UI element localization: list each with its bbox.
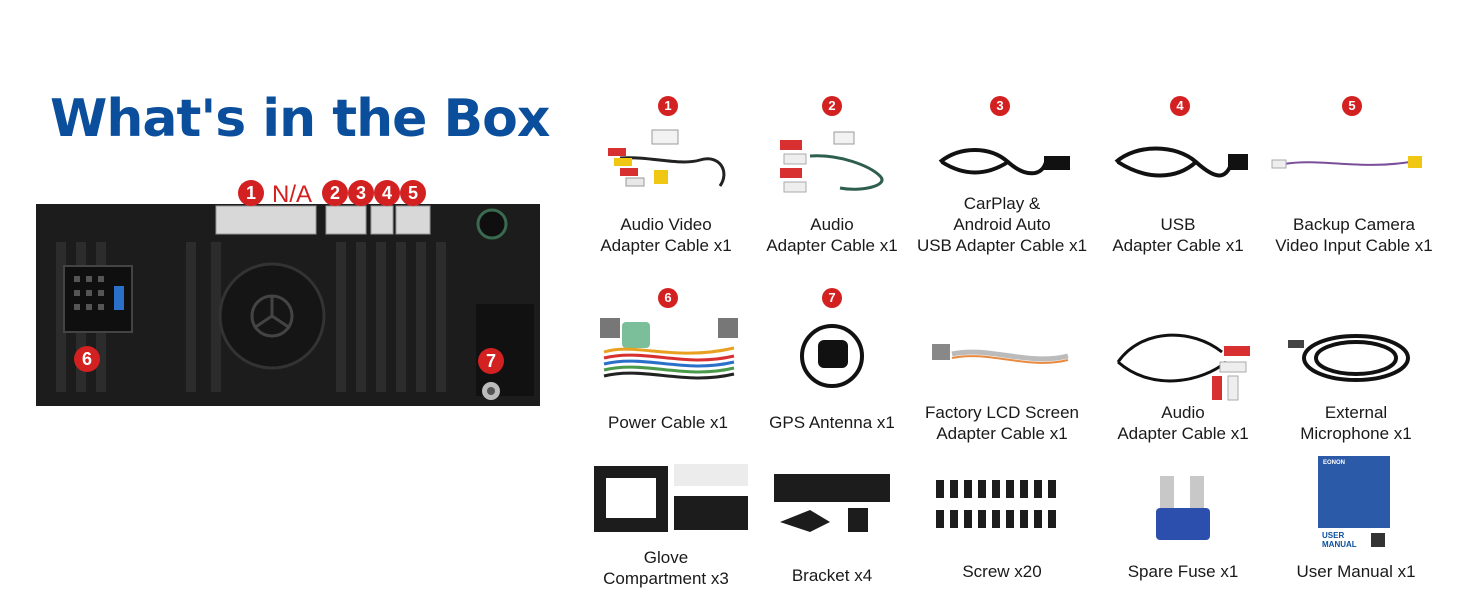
item-6-label-line-1: Power Cable x1 <box>607 413 728 432</box>
head-unit-rear-image: 1 N/A 2 3 4 5 6 7 <box>36 180 540 408</box>
manual-footer: USER MANUAL <box>1318 528 1390 554</box>
manual-title-line-1: USER <box>1322 531 1345 540</box>
item-4-label: USB Adapter Cable x1 <box>1088 214 1268 256</box>
item-15-label: User Manual x1 <box>1256 561 1456 582</box>
item-4-badge: 4 <box>1170 96 1190 116</box>
item-11-label-line-1: Glove <box>643 548 689 567</box>
item-9-label-line-2: Adapter Cable x1 <box>1117 424 1249 443</box>
item-12-label-line-1: Bracket x4 <box>791 566 873 585</box>
spare-fuse-image <box>1156 476 1210 540</box>
qr-code-icon <box>1371 533 1385 547</box>
item-13-label: Screw x20 <box>906 561 1098 582</box>
item-1-label-line-2: Adapter Cable x1 <box>600 236 732 255</box>
item-5-label-line-2: Video Input Cable x1 <box>1275 236 1433 255</box>
item-10-label-line-2: Microphone x1 <box>1300 424 1412 443</box>
item-12-label: Bracket x4 <box>742 565 922 586</box>
page-title: What's in the Box <box>50 89 550 149</box>
item-2-label: Audio Adapter Cable x1 <box>742 214 922 256</box>
connector-badge-6: 6 <box>74 346 100 372</box>
item-3-badge: 3 <box>990 96 1010 116</box>
audio-adapter-cable-image <box>780 131 884 193</box>
manual-title-line-2: MANUAL <box>1322 540 1357 549</box>
external-microphone-image <box>1288 334 1410 382</box>
bracket-image <box>774 474 890 532</box>
item-3-label-line-1: CarPlay & <box>963 194 1041 213</box>
item-14-label-line-1: Spare Fuse x1 <box>1127 562 1239 581</box>
item-7-label: GPS Antenna x1 <box>742 412 922 433</box>
item-3-label-line-2: Android Auto <box>953 215 1051 234</box>
audio-video-cable-image <box>608 129 726 187</box>
item-10-label-line-1: External <box>1324 403 1388 422</box>
item-7-badge: 7 <box>822 288 842 308</box>
head-unit-illustration <box>36 204 540 406</box>
item-2-label-line-1: Audio <box>810 215 854 234</box>
item-2-badge: 2 <box>822 96 842 116</box>
item-6-badge: 6 <box>658 288 678 308</box>
carplay-usb-cable-image <box>938 148 1070 176</box>
item-11-label: Glove Compartment x3 <box>576 547 756 589</box>
item-5-badge: 5 <box>1342 96 1362 116</box>
item-1-badge: 1 <box>658 96 678 116</box>
item-13-label-line-1: Screw x20 <box>962 562 1042 581</box>
item-9-label: Audio Adapter Cable x1 <box>1088 402 1278 444</box>
power-cable-image <box>600 318 738 380</box>
item-11-label-line-2: Compartment x3 <box>603 569 729 588</box>
screws-image <box>936 480 1056 528</box>
item-8-label-line-1: Factory LCD Screen <box>925 403 1079 422</box>
connector-badge-5: 5 <box>400 180 426 206</box>
item-4-label-line-2: Adapter Cable x1 <box>1112 236 1244 255</box>
item-2-label-line-2: Adapter Cable x1 <box>766 236 898 255</box>
connector-badge-4: 4 <box>374 180 400 206</box>
gps-antenna-image <box>800 324 864 388</box>
item-14-label: Spare Fuse x1 <box>1088 561 1278 582</box>
backup-camera-cable-image <box>1271 156 1422 169</box>
item-3-label-line-3: USB Adapter Cable x1 <box>916 236 1088 255</box>
item-1-label-line-1: Audio Video <box>620 215 712 234</box>
manual-brand: EONON <box>1323 460 1346 466</box>
item-5-label-line-1: Backup Camera <box>1293 215 1415 234</box>
item-1-label: Audio Video Adapter Cable x1 <box>576 214 756 256</box>
manual-title: USER MANUAL <box>1322 531 1357 549</box>
item-7-label-line-1: GPS Antenna x1 <box>769 413 895 432</box>
glove-compartment-image <box>594 464 748 532</box>
item-3-label: CarPlay & Android Auto USB Adapter Cable… <box>906 193 1098 256</box>
item-8-label: Factory LCD Screen Adapter Cable x1 <box>906 402 1098 444</box>
connector-label-na: N/A <box>272 181 313 208</box>
user-manual-image: EONON USER MANUAL <box>1318 456 1390 554</box>
connector-badge-3: 3 <box>348 180 374 206</box>
connector-badge-7: 7 <box>478 348 504 374</box>
audio-rca-cable-image <box>1116 333 1250 401</box>
item-10-label: External Microphone x1 <box>1256 402 1456 444</box>
item-8-label-line-2: Adapter Cable x1 <box>936 424 1068 443</box>
item-6-label: Power Cable x1 <box>578 412 758 433</box>
factory-lcd-cable-image <box>932 344 1069 364</box>
item-4-label-line-1: USB <box>1160 215 1196 234</box>
item-5-label: Backup Camera Video Input Cable x1 <box>1254 214 1454 256</box>
connector-badge-2: 2 <box>322 180 348 206</box>
usb-cable-image <box>1114 146 1248 178</box>
item-9-label-line-1: Audio <box>1161 403 1205 422</box>
connector-badge-1: 1 <box>238 180 264 206</box>
item-15-label-line-1: User Manual x1 <box>1296 562 1416 581</box>
